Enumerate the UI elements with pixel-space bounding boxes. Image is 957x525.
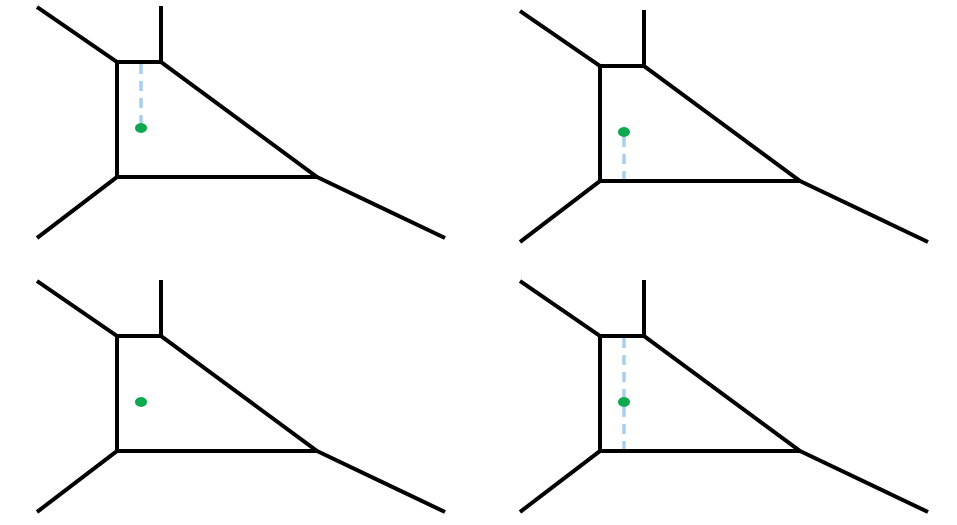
cell-region (115, 60, 324, 179)
ray-top-left (518, 279, 602, 338)
panel-top-right (518, 9, 929, 244)
cell-region (115, 334, 324, 453)
ray-right (316, 175, 446, 240)
panel-bottom-right (518, 279, 929, 514)
ray-right (799, 179, 929, 244)
ray-bottom-left (518, 179, 602, 244)
query-point (618, 127, 630, 137)
ray-bottom-left (35, 175, 119, 240)
cell-region (598, 334, 807, 453)
ray-right (799, 449, 929, 514)
ray-top-left (518, 9, 602, 68)
ray-right (316, 449, 446, 514)
panel-bottom-left (35, 279, 446, 514)
panel-top-left (35, 5, 446, 240)
query-point (135, 123, 147, 133)
ray-bottom-left (518, 449, 602, 514)
ray-top-left (35, 279, 119, 338)
query-point (618, 397, 630, 407)
cell-region (598, 64, 807, 183)
query-point (135, 397, 147, 407)
ray-top-left (35, 5, 119, 64)
ray-bottom-left (35, 449, 119, 514)
